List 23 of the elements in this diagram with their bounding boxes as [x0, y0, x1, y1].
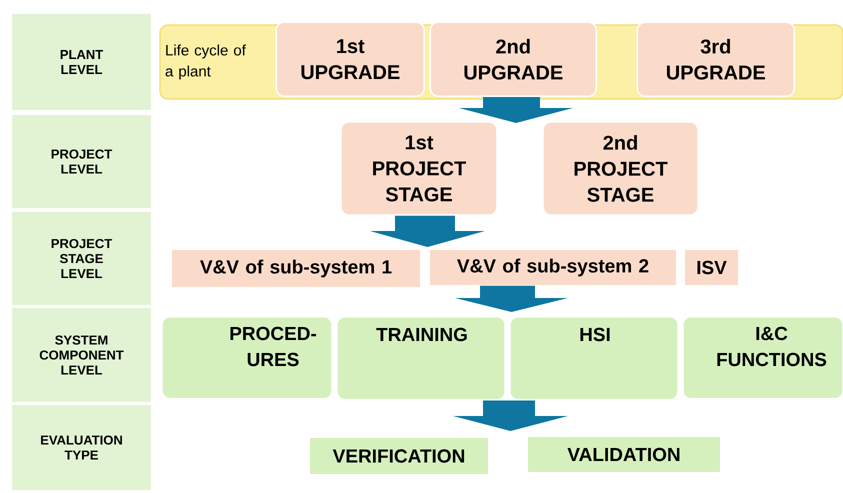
flow-arrow — [370, 216, 485, 247]
level-label-box: PLANT LEVEL — [12, 14, 151, 110]
upgrade-box: 2nd UPGRADE — [430, 22, 597, 97]
level-label-box: SYSTEM COMPONENT LEVEL — [12, 308, 151, 402]
flow-arrow — [455, 286, 568, 312]
evaluation-box: VALIDATION — [528, 437, 720, 472]
evaluation-box: VERIFICATION — [310, 438, 488, 474]
flow-arrow — [459, 97, 573, 123]
level-label-box: PROJECT LEVEL — [12, 115, 151, 208]
component-box: HSI — [509, 316, 679, 400]
project-stage-box: 1st PROJECT STAGE — [340, 121, 498, 216]
upgrade-box: 1st UPGRADE — [276, 22, 425, 97]
level-label-box: PROJECT STAGE LEVEL — [12, 212, 151, 305]
vv-box: V&V of sub-system 1 — [172, 250, 420, 287]
vv-box: V&V of sub-system 2 — [430, 250, 676, 285]
upgrade-box: 3rd UPGRADE — [636, 22, 795, 97]
component-box: PROCED- URES — [161, 316, 333, 400]
vv-box: ISV — [685, 250, 738, 285]
project-stage-box: 2nd PROJECT STAGE — [542, 121, 699, 216]
component-box: I&C FUNCTIONS — [682, 316, 843, 400]
component-box: TRAINING — [336, 316, 506, 400]
flow-arrow — [453, 400, 568, 431]
level-label-box: EVALUATION TYPE — [12, 405, 151, 490]
